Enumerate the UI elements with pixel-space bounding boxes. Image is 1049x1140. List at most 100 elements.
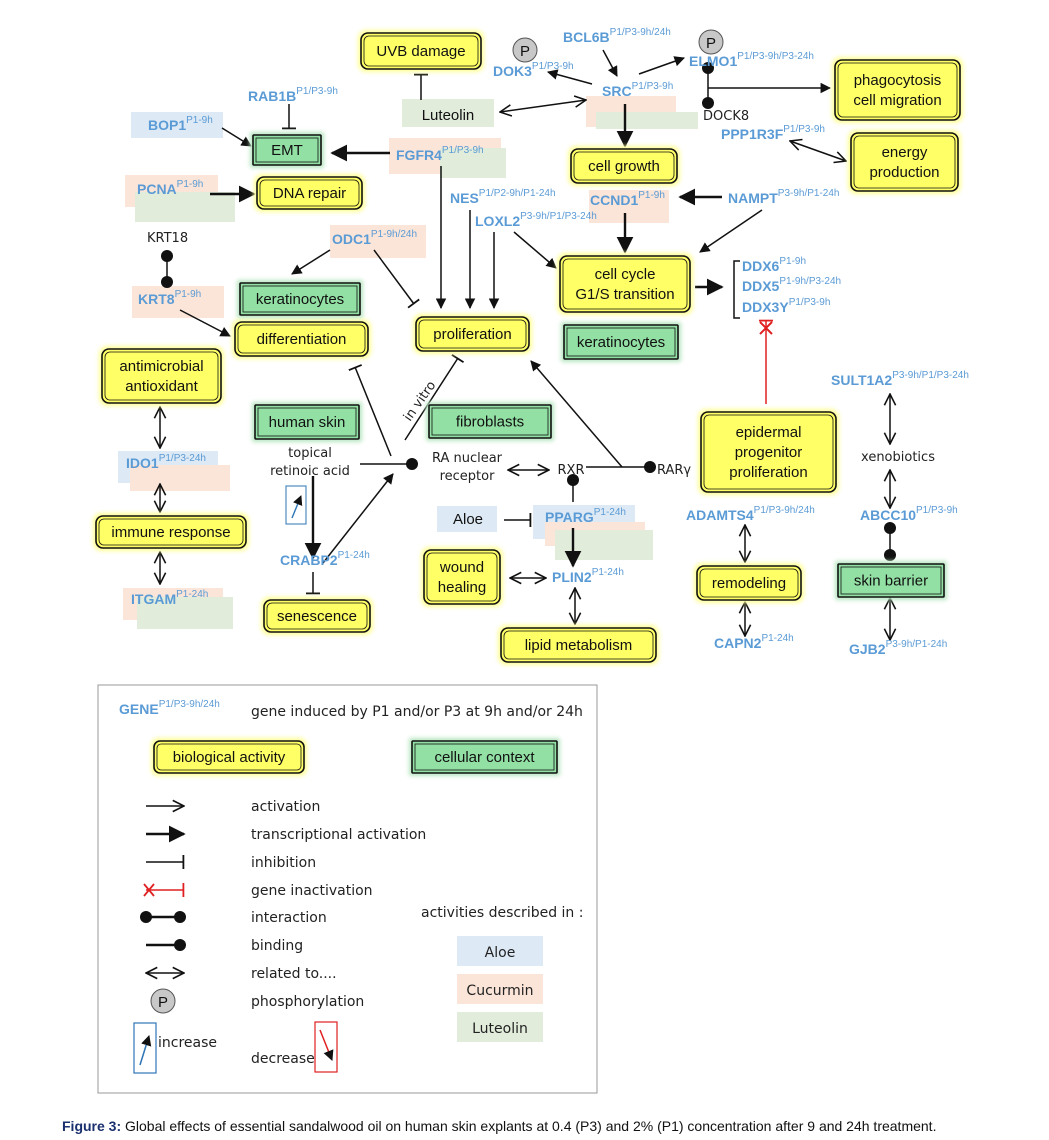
label-topical: topical	[288, 446, 332, 461]
box-label: proliferation	[433, 326, 511, 343]
label-aloe_node: Aloe	[453, 511, 483, 528]
legend-edge-label: binding	[251, 938, 303, 954]
legend-decrease-arrow	[319, 1029, 334, 1061]
gene-ppp1r3f: PPP1R3FP1/P3-9h	[721, 124, 825, 142]
source-tint	[130, 465, 230, 491]
activity-box-senes: senescence	[261, 597, 373, 635]
box-label: wound	[439, 559, 484, 576]
legend-described-in: activities described in :	[421, 905, 583, 921]
gene-bcl6b: BCL6BP1/P3-9h/24h	[563, 27, 671, 45]
edge-layer	[160, 49, 890, 640]
label-luteolin_node: Luteolin	[422, 107, 475, 124]
edge	[513, 231, 557, 269]
svg-text:cellular context: cellular context	[434, 749, 535, 766]
source-tint	[330, 225, 426, 258]
box-label: lipid metabolism	[525, 637, 633, 654]
source-tint	[402, 99, 494, 127]
source-tint	[135, 192, 235, 222]
legend-edge-label: inhibition	[251, 855, 316, 871]
source-background-layer	[118, 96, 698, 629]
activity-box-growth: cell growth	[568, 146, 680, 186]
svg-text:Aloe: Aloe	[485, 945, 516, 961]
increase-marker	[285, 485, 307, 525]
svg-text:P: P	[520, 43, 530, 60]
source-tint	[555, 530, 653, 560]
context-box-fibro: fibroblasts	[426, 402, 554, 441]
edge	[404, 353, 465, 441]
gene-elmo1: ELMO1P1/P3-9h/P3-24h	[689, 51, 814, 69]
gene-ddx5: DDX5P1-9h/P3-24h	[742, 276, 841, 294]
edge	[699, 209, 763, 253]
gene-nampt: NAMPTP3-9h/P1-24h	[728, 188, 840, 206]
activity-box-immune: immune response	[93, 513, 249, 551]
gene-adamts4: ADAMTS4P1/P3-9h/24h	[686, 505, 815, 523]
phosphorylation-symbol: P	[698, 29, 724, 55]
label-rxr: RXR	[558, 463, 585, 478]
box-label: keratinocytes	[256, 291, 344, 308]
edge	[638, 56, 685, 75]
gene-capn2: CAPN2P1-24h	[714, 633, 794, 651]
box-label: progenitor	[735, 444, 803, 461]
box-label: UVB damage	[376, 43, 465, 60]
legend-source-luteolin: Luteolin	[457, 1012, 543, 1042]
box-label: differentiation	[257, 331, 347, 348]
source-tint	[596, 112, 698, 128]
legend-source-aloe: Aloe	[457, 936, 543, 966]
source-tint	[437, 506, 497, 532]
activity-box-wound: wound healing	[421, 547, 503, 607]
gene-rab1b: RAB1BP1/P3-9h	[248, 86, 338, 104]
box-label: phagocytosis	[854, 72, 942, 89]
edge	[179, 309, 231, 337]
label-ra_receptor: receptor	[440, 469, 496, 484]
activity-box-lipid: lipid metabolism	[498, 625, 659, 665]
gene-ddx6: DDX6P1-9h	[742, 256, 806, 274]
edge	[790, 141, 846, 161]
activity-box-dna: DNA repair	[254, 174, 365, 212]
box-label: proliferation	[729, 464, 807, 481]
gene-bop1: BOP1P1-9h	[148, 115, 213, 133]
edge	[546, 69, 593, 85]
source-tint	[131, 112, 223, 138]
box-label: healing	[438, 579, 486, 596]
box-label: energy	[882, 144, 928, 161]
box-label: epidermal	[736, 424, 802, 441]
gene-itgam: ITGAMP1-24h	[131, 589, 208, 607]
context-box-humanskin: human skin	[252, 402, 362, 442]
box-label: antioxidant	[125, 378, 198, 395]
legend-increase-arrow	[139, 1034, 152, 1066]
legend-increase-label: increase	[158, 1035, 217, 1051]
source-tint	[137, 597, 233, 629]
box-label: human skin	[269, 414, 346, 431]
edge	[500, 100, 586, 112]
box-label: remodeling	[712, 575, 786, 592]
legend-edge-label: phosphorylation	[251, 994, 364, 1010]
gene-gjb2: GJB2P3-9h/P1-24h	[849, 639, 947, 657]
edge	[348, 364, 392, 457]
source-tint	[132, 286, 224, 318]
gene-plin2: PLIN2P1-24h	[552, 567, 624, 585]
edge	[373, 249, 420, 309]
legend-activity-box: biological activity	[151, 738, 307, 776]
gene-nes: NESP1/P2-9h/P1-24h	[450, 188, 556, 206]
edge	[322, 473, 394, 564]
gene-crabp2: CRABP2P1-24h	[280, 550, 370, 568]
gene-sult1a2: SULT1A2P3-9h/P1/P3-24h	[831, 370, 969, 388]
legend-decrease-label: decrease	[251, 1051, 315, 1067]
legend-context-box: cellular context	[409, 738, 560, 776]
context-box-kera2: keratinocytes	[561, 322, 681, 362]
source-tint	[596, 127, 698, 129]
legend-edge-label: transcriptional activation	[251, 827, 426, 843]
gene-src: SRCP1/P3-9h	[602, 81, 673, 99]
box-label: immune response	[111, 524, 230, 541]
gene-abcc10: ABCC10P1/P3-9h	[860, 505, 958, 523]
box-label: EMT	[271, 142, 303, 159]
gene-krt8: KRT8P1-9h	[138, 289, 201, 307]
legend-edge-label: related to....	[251, 966, 337, 982]
caption-text: Global effects of essential sandalwood o…	[121, 1118, 936, 1134]
box-label: DNA repair	[273, 185, 346, 202]
